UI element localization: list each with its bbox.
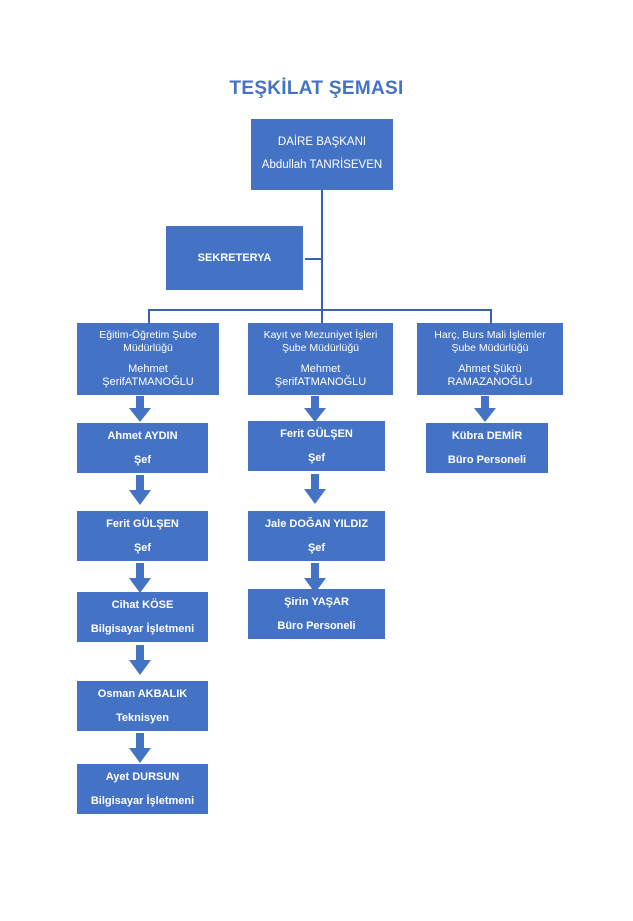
node-role: Şef	[133, 541, 152, 554]
arrow-down-icon	[304, 474, 326, 504]
node-role: Büro Personeli	[277, 619, 356, 632]
node-person: Ahmet Şükrü RAMAZANOĞLU	[447, 362, 533, 388]
node-person: Cihat KÖSE	[111, 598, 174, 611]
node-person: Ahmet AYDIN	[107, 429, 178, 442]
arrow-down-icon	[129, 563, 151, 593]
arrow-down-icon	[129, 475, 151, 505]
node-title: DAİRE BAŞKANI	[277, 136, 367, 149]
node-person: Ferit GÜLŞEN	[106, 517, 179, 530]
node-role: Teknisyen	[116, 711, 169, 724]
node-dept-egitim-ogretim[interactable]: Eğitim-Öğretim Şube Müdürlüğü Mehmet Şer…	[77, 323, 219, 395]
node-role: Bilgisayar İşletmeni	[90, 622, 195, 635]
node-col2-sirin-yasar[interactable]: Şirin YAŞAR Büro Personeli	[248, 589, 385, 639]
node-col1-ahmet-aydin[interactable]: Ahmet AYDIN Şef	[77, 423, 208, 473]
node-person: Ferit GÜLŞEN	[280, 427, 353, 440]
node-col2-jale-dogan-yildiz[interactable]: Jale DOĞAN YILDIZ Şef	[248, 511, 385, 561]
node-title: Harç, Burs Mali İşlemler Şube Müdürlüğü	[434, 329, 546, 354]
node-role: Şef	[133, 453, 152, 466]
node-person: Mehmet ŞerifATMANOĞLU	[102, 362, 194, 388]
node-col3-kubra-demir[interactable]: Kübra DEMİR Büro Personeli	[426, 423, 548, 473]
node-person: Kübra DEMİR	[451, 429, 523, 442]
connector-secretariat-branch	[305, 258, 322, 260]
arrow-down-icon	[474, 396, 496, 422]
node-person: Mehmet ŞerifATMANOĞLU	[274, 362, 367, 388]
arrow-down-icon	[129, 396, 151, 422]
node-sekreterya[interactable]: SEKRETERYA	[166, 226, 303, 290]
node-role: Bilgisayar İşletmeni	[90, 794, 195, 807]
node-person: Ayet DURSUN	[105, 770, 180, 783]
node-dept-harc-burs[interactable]: Harç, Burs Mali İşlemler Şube Müdürlüğü …	[417, 323, 563, 395]
node-col1-osman-akbalik[interactable]: Osman AKBALIK Teknisyen	[77, 681, 208, 731]
node-col1-ayet-dursun[interactable]: Ayet DURSUN Bilgisayar İşletmeni	[77, 764, 208, 814]
node-person: Abdullah TANRİSEVEN	[261, 159, 383, 171]
node-person: Jale DOĞAN YILDIZ	[264, 517, 369, 530]
node-dept-kayit-mezuniyet[interactable]: Kayıt ve Mezuniyet İşleri Şube Müdürlüğü…	[248, 323, 393, 395]
connector-department-bar	[148, 309, 491, 311]
page-title: TEŞKİLAT ŞEMASI	[229, 78, 404, 99]
connector-drop-dept2	[321, 309, 323, 323]
node-col2-ferit-gulsen[interactable]: Ferit GÜLŞEN Şef	[248, 421, 385, 471]
arrow-down-icon	[129, 733, 151, 763]
node-title: Eğitim-Öğretim Şube Müdürlüğü	[99, 329, 197, 354]
arrow-down-icon	[129, 645, 151, 675]
node-daire-baskani[interactable]: DAİRE BAŞKANI Abdullah TANRİSEVEN	[251, 119, 393, 190]
node-role: Büro Personeli	[447, 453, 527, 466]
connector-drop-dept1	[148, 309, 150, 323]
connector-drop-dept3	[490, 309, 492, 323]
node-col1-cihat-kose[interactable]: Cihat KÖSE Bilgisayar İşletmeni	[77, 592, 208, 642]
node-person: Şirin YAŞAR	[284, 595, 349, 608]
node-role: Şef	[307, 541, 326, 554]
connector-root-stem	[321, 190, 323, 310]
node-person: Osman AKBALIK	[97, 687, 188, 700]
node-title: SEKRETERYA	[197, 251, 272, 264]
node-col1-ferit-gulsen[interactable]: Ferit GÜLŞEN Şef	[77, 511, 208, 561]
node-title: Kayıt ve Mezuniyet İşleri Şube Müdürlüğü	[263, 329, 378, 354]
arrow-down-icon	[304, 396, 326, 422]
node-role: Şef	[307, 451, 326, 464]
